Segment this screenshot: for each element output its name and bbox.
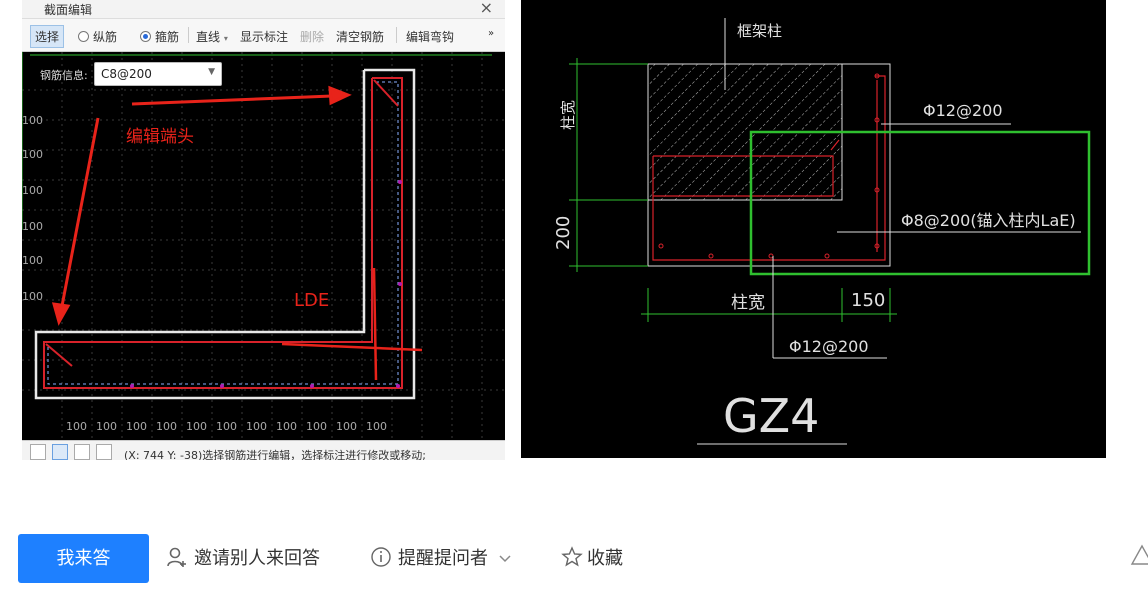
status-text: (X: 744 Y: -38)选择钢筋进行编辑，选择标注进行修改或移动; <box>124 449 426 460</box>
edit-hook-button[interactable]: 编辑弯钩 <box>406 30 455 44</box>
answer-button[interactable]: 我来答 <box>18 534 149 583</box>
line-label: 直线 <box>196 30 221 44</box>
annotation-lde: LDE <box>294 290 329 311</box>
stirrup-centerline <box>47 81 399 385</box>
tick-label: 100 <box>96 420 117 433</box>
invite-label: 邀请别人来回答 <box>194 548 320 569</box>
cad-labels: 框架柱 柱宽 200 Φ12@200 Φ8@200(锚入柱内LaE) 柱宽 15… <box>553 22 1076 443</box>
tick-label: 100 <box>336 420 357 433</box>
dimension-marks <box>22 40 492 230</box>
editor-toolbar: 选择 纵筋 箍筋 直线 ▾ 显示标注 删除 清空钢筋 编辑弯钩 » <box>22 19 505 52</box>
highlight-box <box>749 130 1091 276</box>
tool-diagonal-icon[interactable] <box>52 444 68 460</box>
tick-label: 100 <box>22 220 43 233</box>
tick-label: 100 <box>276 420 297 433</box>
tick-label: 100 <box>246 420 267 433</box>
tick-label: 100 <box>366 420 387 433</box>
select-tool-button[interactable]: 选择 <box>30 25 65 48</box>
editor-canvas[interactable]: 100 100 100 100 100 100 100 100 100 100 … <box>22 0 505 460</box>
radio-icon <box>78 31 89 42</box>
editor-title-bar: 截面编辑 × <box>22 0 505 19</box>
label-rebar-top: Φ12@200 <box>923 101 1003 120</box>
tick-label: 100 <box>156 420 177 433</box>
tool-vertical-icon[interactable] <box>74 444 90 460</box>
label-rebar-bottom: Φ12@200 <box>789 337 869 356</box>
user-plus-icon <box>167 547 186 567</box>
radio-selected-icon <box>140 31 151 42</box>
chevron-down-icon: ▼ <box>208 67 215 77</box>
section-outline <box>647 63 891 267</box>
tick-label: 100 <box>22 114 43 127</box>
rebar-info-label: 钢筋信息: <box>40 69 88 82</box>
label-200: 200 <box>553 216 574 250</box>
tool-add-icon[interactable] <box>96 444 112 460</box>
hook-top <box>373 79 399 107</box>
favorite-button[interactable]: 收藏 <box>561 546 623 572</box>
remind-label: 提醒提问者 <box>398 548 488 569</box>
hook-bottom <box>45 343 73 367</box>
annotation-arrows <box>51 85 423 381</box>
tick-label: 100 <box>22 290 43 303</box>
label-frame-column: 框架柱 <box>737 22 782 40</box>
remind-asker-button[interactable]: 提醒提问者 <box>370 546 518 572</box>
rebar-info-value: C8@200 <box>101 67 152 81</box>
label-rebar-anchor: Φ8@200(锚入柱内LaE) <box>901 211 1076 230</box>
tick-label: 100 <box>22 148 43 161</box>
tick-label: 100 <box>22 254 43 267</box>
tool-pointer-icon[interactable] <box>30 444 46 460</box>
close-icon[interactable]: × <box>479 0 493 17</box>
clear-rebar-button[interactable]: 清空钢筋 <box>336 30 385 44</box>
label-column-height: 柱宽 <box>559 100 577 130</box>
section-outline <box>34 68 416 400</box>
toolbar-divider <box>188 27 189 43</box>
editor-title: 截面编辑 <box>44 3 93 17</box>
rebar-dots <box>130 180 402 388</box>
leader-lines <box>697 18 1081 445</box>
tick-label: 100 <box>306 420 327 433</box>
editor-status-bar: (X: 744 Y: -38)选择钢筋进行编辑，选择标注进行修改或移动; <box>22 440 505 460</box>
label-gz4: GZ4 <box>723 389 819 443</box>
tick-label: 100 <box>186 420 207 433</box>
tick-label: 100 <box>216 420 237 433</box>
cad-drawing: 框架柱 柱宽 200 Φ12@200 Φ8@200(锚入柱内LaE) 柱宽 15… <box>521 0 1106 458</box>
chevron-down-icon <box>499 555 511 563</box>
annotation-edit-end: 编辑端头 <box>126 127 194 147</box>
stirrup-rebar <box>43 77 403 389</box>
warning-icon[interactable] <box>1130 544 1148 566</box>
toolbar-divider <box>396 27 397 43</box>
chevron-down-icon: ▾ <box>223 34 228 43</box>
longitudinal-label: 纵筋 <box>93 30 118 44</box>
line-dropdown[interactable]: 直线 ▾ <box>196 28 228 45</box>
canvas-grid <box>22 52 505 440</box>
rebar-info-select[interactable]: C8@200 ▼ <box>94 62 222 86</box>
tick-label: 100 <box>126 420 147 433</box>
star-icon <box>561 546 583 567</box>
rebar-dots <box>658 73 880 259</box>
rebar-lines <box>652 75 886 261</box>
invite-answer-button[interactable]: 邀请别人来回答 <box>166 546 320 572</box>
favorite-label: 收藏 <box>587 548 623 569</box>
delete-button[interactable]: 删除 <box>300 30 325 44</box>
tick-labels: 100 100 100 100 100 100 100 100 100 100 … <box>22 114 387 433</box>
dimension-lines <box>569 58 897 322</box>
longitudinal-radio[interactable]: 纵筋 <box>78 28 117 45</box>
info-icon <box>371 547 391 567</box>
overflow-icon[interactable]: » <box>488 28 495 39</box>
section-editor-window: 100 100 100 100 100 100 100 100 100 100 … <box>22 0 505 460</box>
stirrup-label: 箍筋 <box>155 30 180 44</box>
tick-label: 100 <box>22 184 43 197</box>
tick-label: 100 <box>66 420 87 433</box>
label-150: 150 <box>851 290 885 311</box>
stirrup-radio[interactable]: 箍筋 <box>140 28 179 45</box>
show-annotation-button[interactable]: 显示标注 <box>240 30 289 44</box>
cad-canvas: 框架柱 柱宽 200 Φ12@200 Φ8@200(锚入柱内LaE) 柱宽 15… <box>553 18 1091 445</box>
label-column-width: 柱宽 <box>731 293 765 313</box>
